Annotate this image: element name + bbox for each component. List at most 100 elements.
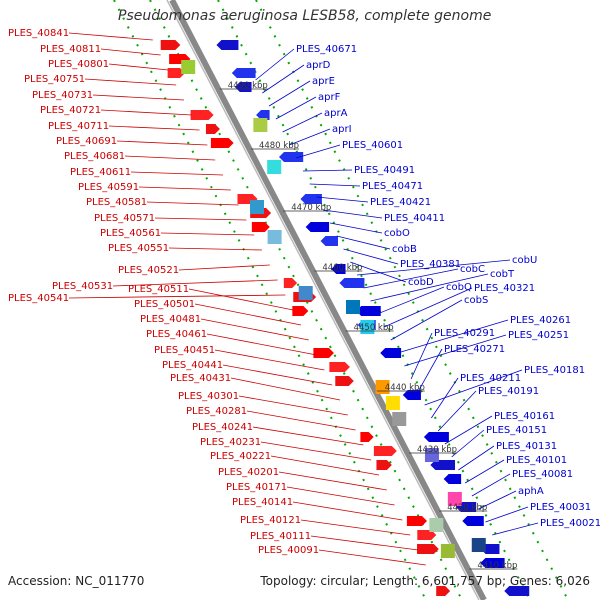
right-gene-label[interactable]: cobB — [392, 244, 417, 255]
right-gene-label[interactable]: PLES_40161 — [494, 411, 555, 422]
right-gene-label[interactable]: PLES_40271 — [444, 344, 505, 355]
left-gene-label[interactable]: PLES_40461 — [146, 329, 207, 340]
left-gene-label[interactable]: PLES_40681 — [64, 151, 125, 162]
right-gene-label[interactable]: PLES_40101 — [506, 455, 567, 466]
right-leader-line — [296, 144, 341, 159]
right-leader-line — [323, 209, 383, 219]
left-gene-label[interactable]: PLES_40241 — [192, 422, 253, 433]
left-gene-label[interactable]: PLES_40841 — [8, 28, 69, 39]
gene-arrow — [231, 68, 256, 78]
right-gene-label[interactable]: PLES_40471 — [362, 181, 423, 192]
map-title: Pseudomonas aeruginosa LESB58, complete … — [118, 8, 492, 24]
left-gene-label[interactable]: PLES_40231 — [200, 437, 261, 448]
right-gene-label[interactable]: PLES_40031 — [530, 502, 591, 513]
left-leader-line — [68, 32, 153, 41]
right-leader-line — [370, 273, 489, 302]
right-gene-label[interactable]: PLES_40321 — [474, 283, 535, 294]
gene-arrow — [216, 40, 239, 50]
left-gene-label[interactable]: PLES_40171 — [226, 482, 287, 493]
right-gene-label[interactable]: cobD — [408, 277, 434, 288]
left-gene-label[interactable]: PLES_40551 — [108, 243, 169, 254]
left-gene-label[interactable]: PLES_40121 — [240, 515, 301, 526]
right-gene-label[interactable]: PLES_40251 — [508, 330, 569, 341]
right-gene-label[interactable]: cobS — [464, 295, 488, 306]
gene-arrow — [443, 474, 462, 484]
right-leader-line — [275, 96, 317, 120]
right-gene-label[interactable]: aprA — [324, 108, 348, 119]
right-gene-label[interactable]: aprI — [332, 124, 352, 135]
right-gene-label[interactable]: cobO — [384, 228, 410, 239]
right-leader-line — [289, 128, 331, 146]
left-gene-label[interactable]: PLES_40541 — [8, 293, 69, 304]
left-gene-label[interactable]: PLES_40441 — [162, 360, 223, 371]
left-gene-label[interactable]: PLES_40141 — [232, 497, 293, 508]
right-gene-label[interactable]: cobT — [490, 269, 515, 280]
right-gene-label[interactable]: aprD — [306, 60, 331, 71]
right-leader-line — [302, 169, 353, 172]
right-gene-label[interactable]: PLES_40381 — [400, 259, 461, 270]
left-leader-line — [130, 171, 224, 176]
gene-block — [447, 492, 462, 506]
right-gene-label[interactable]: PLES_40261 — [510, 315, 571, 326]
right-gene-labels[interactable]: PLES_40671 aprD aprE aprF aprA aprI PLES_40601… — [255, 44, 600, 536]
right-gene-label[interactable]: PLES_40491 — [354, 165, 415, 176]
left-leader-line — [188, 288, 294, 311]
right-gene-label[interactable]: PLES_40181 — [524, 365, 585, 376]
left-gene-label[interactable]: PLES_40511 — [128, 284, 189, 295]
right-leader-line — [404, 334, 507, 367]
right-gene-label[interactable]: cobU — [512, 255, 537, 266]
left-gene-label[interactable]: PLES_40531 — [52, 281, 113, 292]
scale-tick-label: 4420 kbp — [447, 503, 487, 513]
left-gene-label[interactable]: PLES_40301 — [178, 391, 239, 402]
right-leader-line — [390, 299, 463, 341]
left-gene-label[interactable]: PLES_40091 — [258, 545, 319, 556]
left-gene-label[interactable]: PLES_40691 — [56, 136, 117, 147]
right-gene-label[interactable]: PLES_40211 — [460, 373, 521, 384]
right-gene-label[interactable]: PLES_40021 — [540, 518, 600, 529]
right-gene-label[interactable]: cobQ — [446, 282, 472, 293]
left-gene-label[interactable]: PLES_40751 — [24, 74, 85, 85]
left-gene-label[interactable]: PLES_40431 — [170, 373, 231, 384]
left-gene-label[interactable]: PLES_40111 — [250, 531, 311, 542]
left-leader-line — [154, 217, 247, 221]
left-gene-label[interactable]: PLES_40451 — [154, 345, 215, 356]
gene-arrow — [292, 306, 309, 316]
left-gene-label[interactable]: PLES_40481 — [140, 314, 201, 325]
right-gene-label[interactable]: cobC — [460, 264, 485, 275]
right-leader-line — [437, 390, 477, 432]
left-gene-label[interactable]: PLES_40501 — [134, 299, 195, 310]
left-gene-label[interactable]: PLES_40711 — [48, 121, 109, 132]
left-gene-label[interactable]: PLES_40561 — [100, 228, 161, 239]
right-gene-label[interactable]: PLES_40421 — [370, 197, 431, 208]
right-leader-line — [282, 112, 323, 133]
scale-tick-label: 4450 kbp — [354, 323, 394, 333]
right-gene-label[interactable]: PLES_40671 — [296, 44, 357, 55]
left-gene-label[interactable]: PLES_40521 — [118, 265, 179, 276]
right-gene-label[interactable]: PLES_40601 — [342, 140, 403, 151]
left-gene-label[interactable]: PLES_40731 — [32, 90, 93, 101]
right-gene-label[interactable]: PLES_40151 — [486, 425, 547, 436]
right-gene-label[interactable]: aprF — [318, 92, 341, 103]
left-gene-label[interactable]: PLES_40611 — [70, 167, 131, 178]
left-gene-label[interactable]: PLES_40591 — [78, 182, 139, 193]
left-gene-label[interactable]: PLES_40221 — [210, 451, 271, 462]
right-gene-label[interactable]: PLES_40131 — [496, 441, 557, 452]
gene-arrow — [376, 460, 392, 470]
right-leader-line — [377, 286, 445, 315]
left-gene-label[interactable]: PLES_40201 — [218, 467, 279, 478]
left-leader-line — [230, 377, 341, 401]
left-gene-label[interactable]: PLES_40281 — [186, 406, 247, 417]
left-gene-labels[interactable]: PLES_40841PLES_40811PLES_40801PLES_40751… — [8, 28, 426, 566]
left-gene-label[interactable]: PLES_40571 — [94, 213, 155, 224]
right-gene-label[interactable]: PLES_40291 — [434, 328, 495, 339]
left-gene-label[interactable]: PLES_40801 — [48, 59, 109, 70]
right-gene-label[interactable]: PLES_40081 — [512, 469, 573, 480]
left-gene-label[interactable]: PLES_40581 — [86, 197, 147, 208]
left-gene-label[interactable]: PLES_40721 — [40, 105, 101, 116]
gene-block — [385, 396, 400, 410]
right-gene-label[interactable]: PLES_40411 — [384, 213, 445, 224]
right-gene-label[interactable]: aprE — [312, 76, 335, 87]
right-gene-label[interactable]: PLES_40191 — [478, 386, 539, 397]
left-gene-label[interactable]: PLES_40811 — [40, 44, 101, 55]
right-gene-label[interactable]: aphA — [518, 486, 544, 497]
